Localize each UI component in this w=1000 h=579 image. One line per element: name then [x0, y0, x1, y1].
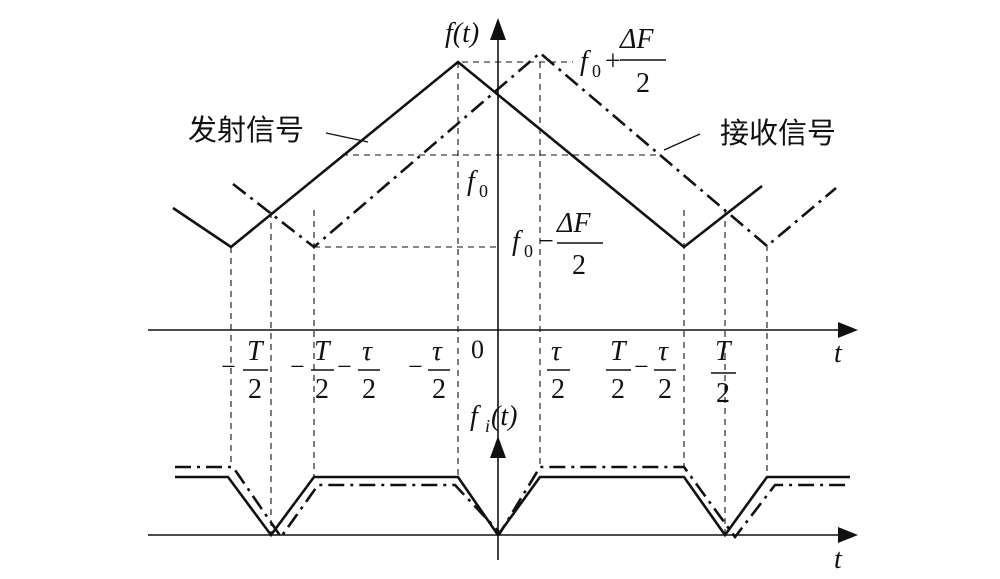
rx-label-leader — [663, 133, 701, 151]
svg-text:T: T — [247, 336, 265, 367]
fi-axis-arrow — [490, 436, 506, 458]
f-axis-label: f(t) — [445, 18, 479, 49]
svg-text:−: − — [290, 352, 305, 381]
svg-text:(t): (t) — [491, 401, 517, 432]
svg-text:−: − — [634, 352, 649, 381]
fi-axis-label: f i (t) — [470, 401, 517, 436]
svg-text:T: T — [314, 336, 332, 367]
tick-minus-T-half-minus-tau-half: − T 2 − τ 2 — [290, 336, 380, 405]
t-axis-label-top: t — [834, 338, 843, 369]
svg-text:2: 2 — [611, 374, 625, 405]
origin-label: 0 — [471, 335, 484, 364]
top-t-axis-arrow — [838, 322, 858, 338]
svg-text:+: + — [605, 46, 621, 77]
tx-label-leader — [325, 132, 369, 143]
tick-minus-T-half: − T 2 — [221, 336, 268, 405]
f0-plus-label: f 0 + ΔF 2 — [580, 24, 666, 99]
svg-text:0: 0 — [524, 241, 533, 261]
svg-text:−: − — [408, 352, 423, 381]
t-axis-label-bottom: t — [834, 544, 843, 575]
svg-text:2: 2 — [551, 374, 565, 405]
bottom-t-axis-arrow — [838, 527, 858, 543]
tick-T-half: T 2 — [711, 336, 736, 409]
beat-wave-solid — [175, 475, 850, 538]
svg-text:−: − — [337, 352, 352, 381]
svg-text:τ: τ — [362, 336, 373, 367]
svg-text:2: 2 — [636, 68, 650, 99]
svg-text:τ: τ — [432, 336, 443, 367]
svg-text:i: i — [485, 416, 490, 436]
svg-text:−: − — [221, 352, 236, 381]
svg-text:0: 0 — [479, 181, 488, 201]
svg-text:ΔF: ΔF — [619, 24, 654, 55]
rx-triangle-wave — [232, 51, 837, 249]
f0-label: f 0 — [467, 166, 488, 201]
svg-text:2: 2 — [716, 378, 730, 409]
tick-tau-half: τ 2 — [547, 336, 570, 405]
tx-signal-label: 发射信号 — [188, 113, 304, 147]
svg-text:f: f — [470, 401, 481, 432]
svg-text:f: f — [467, 166, 478, 197]
tick-minus-tau-half: − τ 2 — [408, 336, 450, 405]
svg-text:2: 2 — [362, 374, 376, 405]
svg-text:2: 2 — [248, 374, 262, 405]
svg-text:τ: τ — [551, 336, 562, 367]
svg-text:−: − — [538, 226, 554, 257]
tx-triangle-wave — [172, 60, 763, 249]
svg-text:f: f — [580, 46, 591, 77]
svg-text:τ: τ — [658, 336, 669, 367]
svg-text:ΔF: ΔF — [556, 208, 591, 239]
svg-text:2: 2 — [572, 250, 586, 281]
svg-text:0: 0 — [592, 61, 601, 81]
f0-minus-label: f 0 − ΔF 2 — [512, 208, 603, 281]
svg-text:2: 2 — [315, 374, 329, 405]
svg-text:2: 2 — [658, 374, 672, 405]
top-guides — [230, 61, 768, 535]
rx-signal-label: 接收信号 — [720, 116, 836, 150]
svg-text:T: T — [715, 336, 733, 367]
f-axis-arrow — [490, 18, 506, 40]
beat-wave-dashdot — [175, 465, 850, 540]
tick-T-half-minus-tau-half: T 2 − τ 2 — [606, 336, 676, 405]
top-axes — [148, 18, 858, 560]
svg-text:T: T — [610, 336, 628, 367]
svg-text:2: 2 — [432, 374, 446, 405]
svg-text:f: f — [512, 226, 523, 257]
